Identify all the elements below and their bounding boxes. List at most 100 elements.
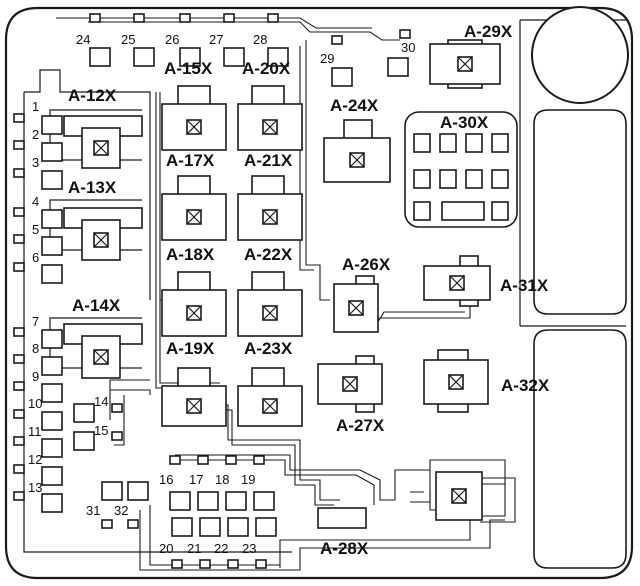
fuse-terminal-30 [399, 29, 411, 39]
fuse-label-21: 21 [187, 541, 201, 556]
fuse-cavity-6 [41, 264, 63, 284]
fuse-label-5: 5 [32, 222, 39, 237]
relay-a-23x [237, 367, 303, 427]
fuse-terminal-3 [13, 168, 25, 178]
relay-a-13x [49, 199, 143, 261]
fuse-cavity-21 [199, 517, 221, 537]
fuse-terminal-9 [13, 381, 25, 391]
fuse-label-20: 20 [159, 541, 173, 556]
relay-label-a-13x: A-13X [68, 178, 117, 197]
fuse-cavity-19 [253, 491, 275, 511]
round-cavity [531, 6, 629, 104]
fuse-terminal-1 [13, 113, 25, 123]
fuse-terminal-12 [13, 464, 25, 474]
relay-a-27x [317, 355, 383, 413]
relay-label-a-15x: A-15X [164, 59, 213, 78]
relay-a-12x [49, 109, 143, 169]
fuse-label-4: 4 [32, 194, 39, 209]
fuse-2 [13, 140, 63, 162]
fuse-8 [13, 354, 63, 376]
fuse-17 [197, 455, 219, 511]
fuse-label-25: 25 [121, 32, 135, 47]
fuse-cavity-18 [225, 491, 247, 511]
relay-a-30x-cavities [413, 133, 509, 221]
relay-a-14x [49, 317, 143, 379]
right-cavity-lower [533, 329, 627, 569]
fuse-10 [13, 409, 63, 431]
relay-label-a-30x: A-30X [440, 113, 489, 132]
fuse-cavity-29 [331, 67, 353, 87]
fuse-terminal-17 [197, 455, 209, 465]
relay-label-a-32x: A-32X [501, 376, 550, 395]
relay-a-19x [161, 367, 227, 427]
fuse-terminal-5 [13, 234, 25, 244]
fuse-25 [133, 13, 155, 67]
fuse-label-12: 12 [28, 452, 42, 467]
fuse-cavity-13 [41, 493, 63, 513]
fuse-9 [13, 381, 63, 403]
relay-label-a-17x: A-17X [166, 151, 215, 170]
fuse-cavity-9 [41, 383, 63, 403]
fuse-terminal-13 [13, 491, 25, 501]
fuse-label-19: 19 [241, 472, 255, 487]
fuse-terminal-11 [13, 436, 25, 446]
fuse-terminal-27 [223, 13, 235, 23]
relay-label-a-21x: A-21X [244, 151, 293, 170]
fuse-13 [13, 491, 63, 513]
fuse-23 [255, 517, 277, 569]
relay-box-a30x [404, 111, 518, 228]
fuse-label-31: 31 [86, 503, 100, 518]
relay-label-a-28x: A-28X [320, 539, 369, 558]
relays-layer [49, 39, 509, 529]
fuse-24 [89, 13, 111, 67]
fuse-cavity-24 [89, 47, 111, 67]
fuses-layer [13, 13, 411, 569]
fuse-20 [171, 517, 193, 569]
fuse-terminal-25 [133, 13, 145, 23]
fuse-terminal-6 [13, 262, 25, 272]
relay-label-a-23x: A-23X [244, 339, 293, 358]
fuse-label-30: 30 [401, 40, 415, 55]
fuse-12 [13, 464, 63, 486]
fuse-7 [13, 327, 63, 349]
fuse-27 [223, 13, 245, 67]
fuse-cavity-4 [41, 209, 63, 229]
fuse-terminal-26 [179, 13, 191, 23]
relay-label-a-18x: A-18X [166, 245, 215, 264]
fuse-label-23: 23 [242, 541, 256, 556]
fuse-cavity-1 [41, 115, 63, 135]
relay-label-a-24x: A-24X [330, 96, 379, 115]
relay-a-28x [317, 471, 483, 529]
relay-a-18x [161, 271, 227, 337]
fuse-cavity-14 [73, 403, 95, 423]
relay-label-a-27x: A-27X [336, 416, 385, 435]
right-cavity-upper [533, 109, 627, 315]
fuse-terminal-21 [199, 559, 211, 569]
relay-a-22x [237, 271, 303, 337]
fuse-cavity-3 [41, 170, 63, 190]
fuse-cavity-22 [227, 517, 249, 537]
fuse-cavity-10 [41, 411, 63, 431]
fuse-15 [73, 431, 123, 451]
fuse-label-22: 22 [214, 541, 228, 556]
fuse-28 [267, 13, 289, 67]
fuse-label-14: 14 [94, 394, 108, 409]
fuse-terminal-4 [13, 207, 25, 217]
relay-a-31x [423, 255, 491, 307]
fuse-26 [179, 13, 201, 67]
fuse-cavity-23 [255, 517, 277, 537]
labels-layer: A-12XA-13XA-14XA-15XA-17XA-18XA-19XA-20X… [28, 22, 550, 558]
fuse-label-15: 15 [94, 423, 108, 438]
fuse-cavity-32 [127, 481, 149, 501]
relay-label-a-19x: A-19X [166, 339, 215, 358]
relay-label-a-22x: A-22X [244, 245, 293, 264]
fuse-terminal-24 [89, 13, 101, 23]
relay-label-a-31x: A-31X [500, 276, 549, 295]
fuse-3 [13, 168, 63, 190]
fuse-terminal-18 [225, 455, 237, 465]
relay-a-29x [429, 39, 501, 89]
fuse-terminal-22 [227, 559, 239, 569]
fuse-16 [169, 455, 191, 511]
fuse-cavity-28 [267, 47, 289, 67]
fuse-1 [13, 113, 63, 135]
